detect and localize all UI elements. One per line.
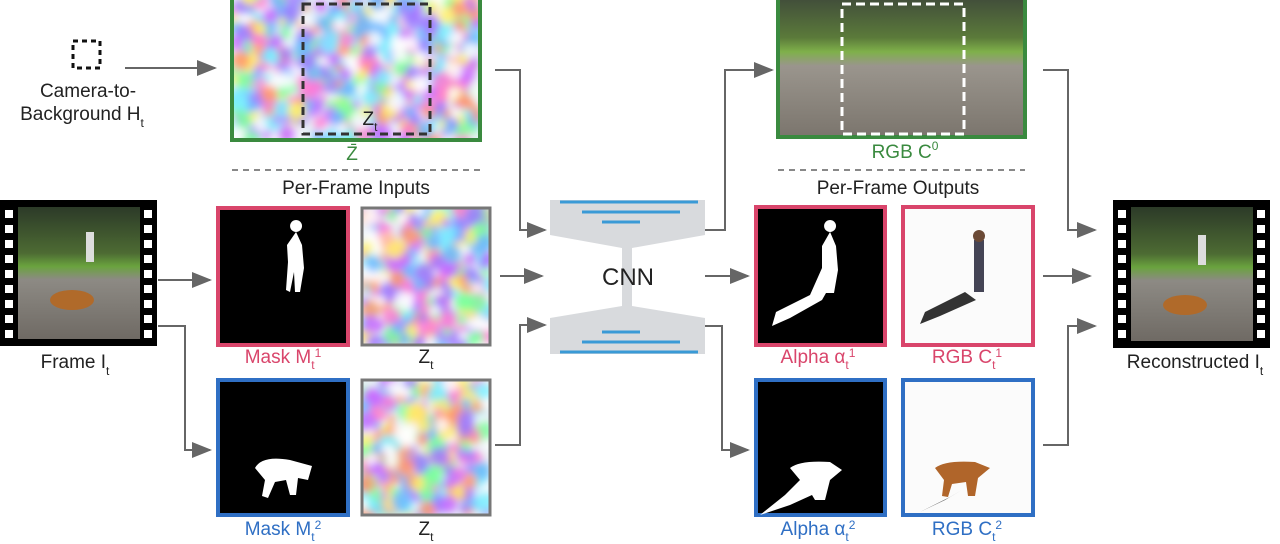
zt2-noise-image — [360, 378, 492, 517]
cnn-block — [550, 200, 705, 354]
arrow-layer2-to-reconstructed — [1043, 318, 1097, 446]
reconstructed-label: Reconstructed It — [1127, 352, 1264, 378]
zt-crop-label: Zt — [363, 109, 379, 134]
camera-label-line1: Camera-to- — [40, 81, 136, 102]
arrow-cnn-to-rgb0 — [705, 62, 774, 231]
alpha1-label: Alpha αt1 — [781, 346, 856, 372]
camera-label-line2: Background Ht — [20, 104, 144, 130]
arrow-rgb0-to-reconstructed — [1043, 69, 1097, 238]
arrow-inputs2-to-cnn — [495, 317, 547, 446]
mask1-image — [216, 206, 350, 347]
cnn-label: CNN — [602, 264, 654, 291]
arrow-cnn-to-layer2 — [705, 325, 750, 458]
rgb-c1-label: RGB Ct1 — [932, 346, 1003, 372]
frame-label: Frame It — [41, 352, 110, 378]
input-frame-image — [0, 200, 157, 346]
camera-homography-icon — [71, 39, 102, 70]
arrow-zbar-to-cnn — [495, 69, 547, 238]
rgb-c2-image — [901, 378, 1035, 517]
rgb-c1-image — [901, 205, 1035, 347]
per-frame-outputs-title: Per-Frame Outputs — [817, 178, 980, 199]
alpha2-image — [754, 378, 887, 517]
rgb-c0-label: RGB C0 — [872, 139, 939, 163]
alpha2-label: Alpha αt2 — [781, 518, 856, 544]
mask2-label: Mask Mt2 — [245, 518, 322, 544]
zbar-noise-image — [230, 0, 482, 142]
rgb-c0-background-image — [776, 0, 1027, 139]
mask1-label: Mask Mt1 — [245, 346, 322, 372]
arrow-frame-to-mask2 — [158, 325, 212, 458]
rgb-c2-label: RGB Ct2 — [932, 518, 1003, 544]
zbar-label: Z̄ — [346, 144, 358, 165]
alpha1-image — [754, 205, 887, 347]
mask2-image — [216, 378, 350, 517]
reconstructed-frame-image — [1113, 200, 1270, 348]
zt1-noise-image — [360, 206, 492, 347]
per-frame-inputs-title: Per-Frame Inputs — [282, 178, 430, 199]
zt1-label: Zt — [419, 347, 435, 372]
zt2-label: Zt — [419, 519, 435, 544]
